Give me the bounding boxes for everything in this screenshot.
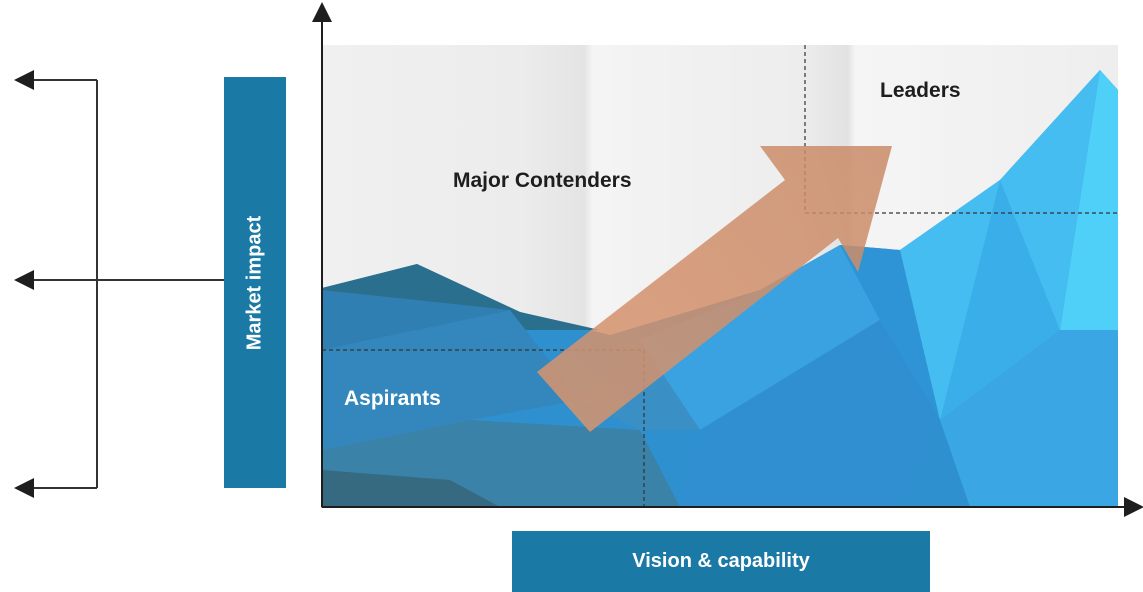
leaders-label: Leaders: [880, 79, 961, 102]
y-axis-label-box: Market impact: [224, 77, 286, 488]
y-axis-label: Market impact: [243, 215, 266, 350]
growth-arrow: [537, 146, 892, 432]
major-contenders-label: Major Contenders: [453, 169, 632, 192]
aspirants-label: Aspirants: [344, 387, 441, 410]
impact-bracket: [14, 70, 224, 498]
x-axis-label-box: Vision & capability: [512, 531, 930, 592]
x-axis-label: Vision & capability: [632, 550, 810, 572]
